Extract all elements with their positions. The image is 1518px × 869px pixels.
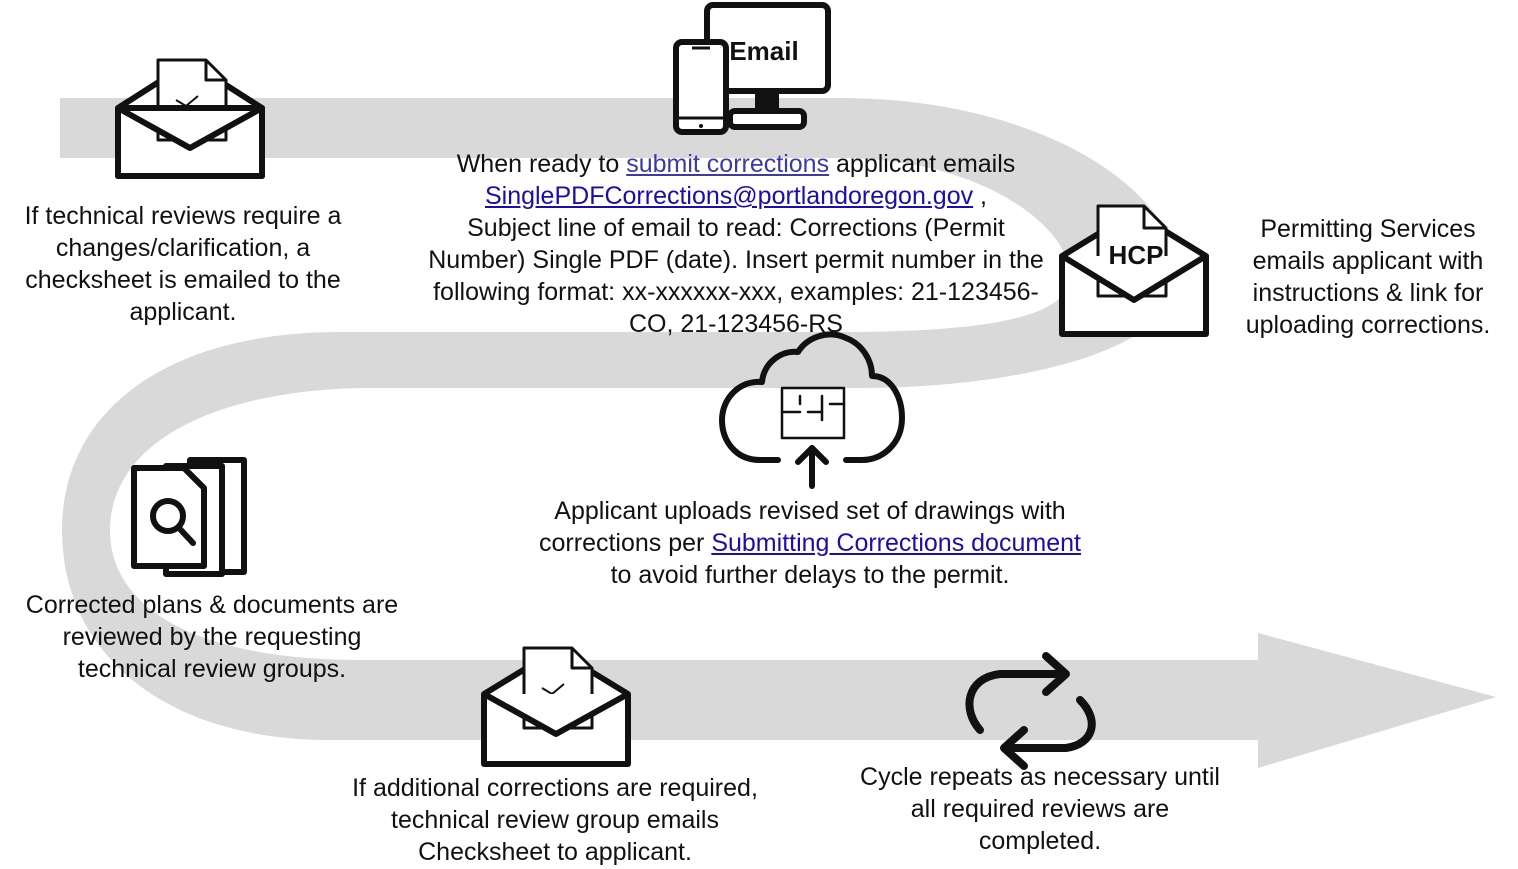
reviewed-text: Corrected plans & documents are reviewed… [25,591,399,683]
email-corrections-intro: When ready to [456,150,627,178]
submit-corrections-link[interactable]: submit corrections [626,150,830,178]
email-label: Email [729,36,798,66]
additional-corrections-text: If additional corrections are required, … [352,774,758,866]
envelope-with-document-icon [115,58,265,179]
hcp-label: HCP [1109,240,1164,270]
email-corrections-comma: , [973,182,988,210]
upload-revised-line1: Applicant uploads revised set of drawing… [554,497,1066,525]
permitting-services-text: Permitting Services emails applicant wit… [1245,215,1491,339]
envelope-with-document-icon [481,646,631,767]
email-corrections-mid: applicant emails [829,150,1016,178]
submitting-corrections-document-link[interactable]: Submitting Corrections document [711,529,1081,557]
cloud-upload-floorplan-icon [719,331,905,489]
repeat-arrows-icon [965,652,1096,770]
single-pdf-corrections-email-link[interactable]: SinglePDFCorrections@portlandoregon.gov [484,182,974,210]
cycle-repeats-text: Cycle repeats as necessary until all req… [860,763,1220,855]
upload-revised-line3: to avoid further delays to the permit. [610,561,1010,589]
documents-magnifier-icon [131,457,247,577]
envelope-icon [1059,204,1209,337]
checksheet-emailed-text: If technical reviews require a changes/c… [24,202,342,326]
upload-revised-prefix: corrections per [539,529,712,557]
upload-revised-text: Applicant uploads revised set of drawing… [480,495,1140,591]
email-corrections-instructions: Subject line of email to read: Correctio… [428,214,1044,338]
email-corrections-text: When ready to submit corrections applica… [418,148,1054,340]
desktop-and-phone-icon [673,2,831,135]
